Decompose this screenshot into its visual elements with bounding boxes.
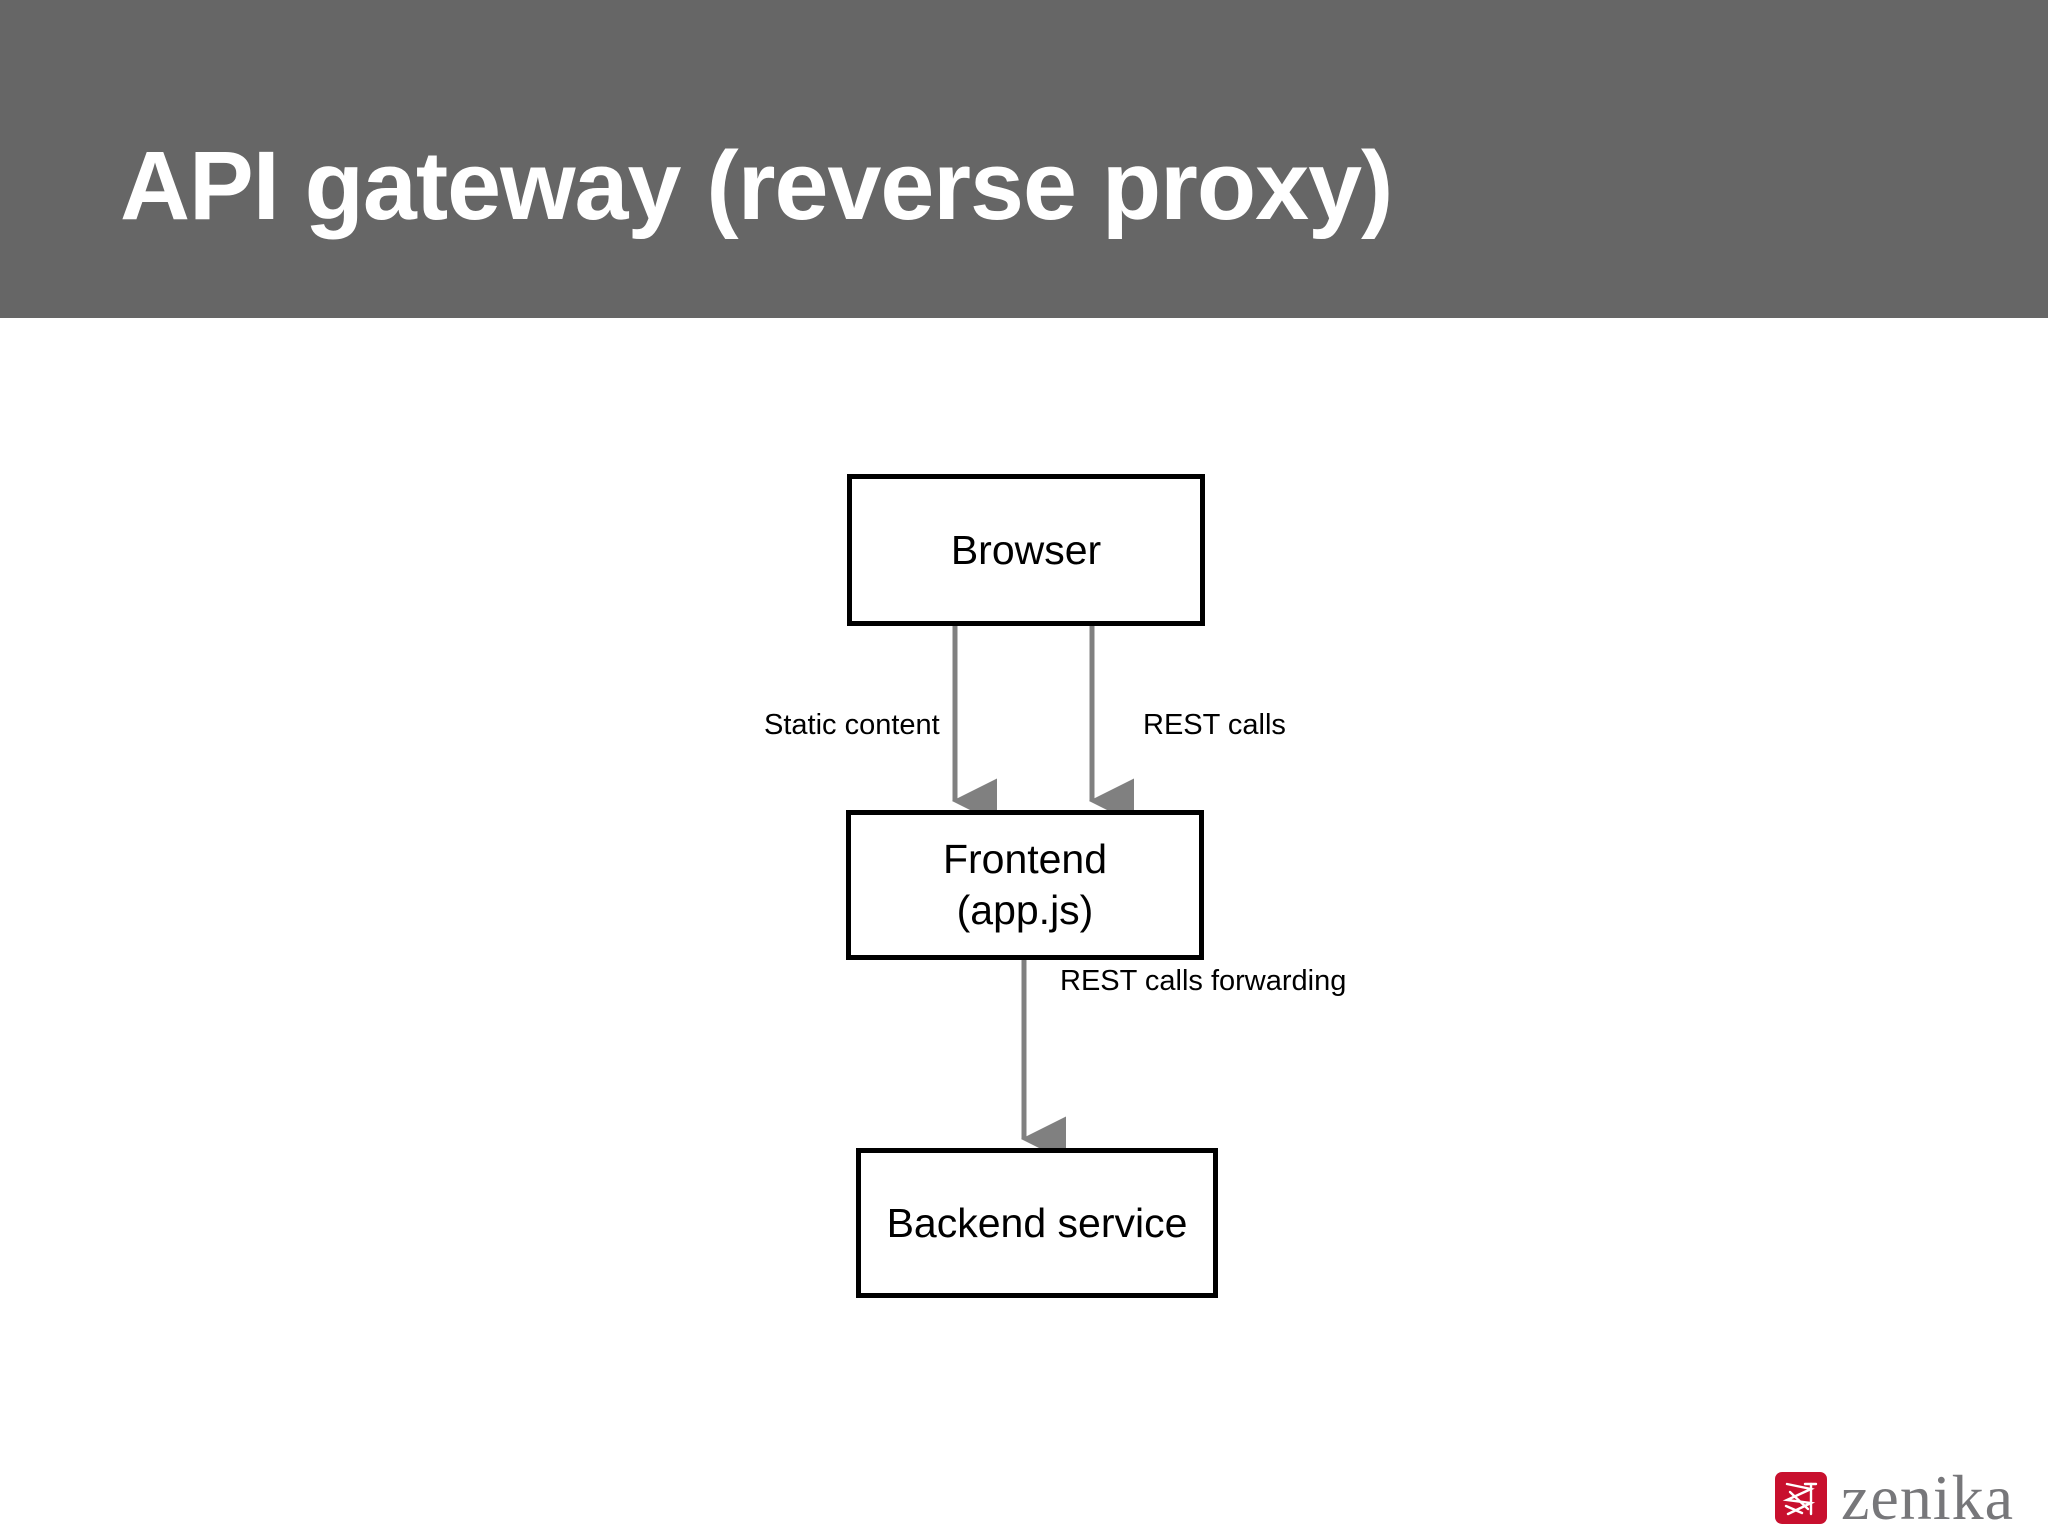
edge-label-rest-calls: REST calls <box>1143 709 1286 741</box>
node-frontend-label: Frontend (app.js) <box>942 836 1108 933</box>
node-browser[interactable]: Browser <box>847 474 1205 626</box>
node-browser-label: Browser <box>950 526 1102 573</box>
node-frontend[interactable]: Frontend (app.js) <box>846 810 1204 960</box>
diagram-connectors <box>951 626 1134 1162</box>
slide-header-band: API gateway (reverse proxy) <box>0 0 2048 318</box>
zenika-wordmark: zenika <box>1841 1462 2014 1533</box>
node-backend[interactable]: Backend service <box>856 1148 1218 1298</box>
diagram-canvas: Browser Frontend (app.js) Backend servic… <box>0 318 2048 1536</box>
zenika-logo: zenika <box>1775 1462 2023 1533</box>
node-backend-label: Backend service <box>886 1199 1188 1246</box>
zenika-mark-icon <box>1775 1472 1827 1524</box>
page-title: API gateway (reverse proxy) <box>120 131 1393 240</box>
edge-label-static-content: Static content <box>764 709 940 741</box>
edge-label-rest-calls-forwarding: REST calls forwarding <box>1060 965 1347 997</box>
